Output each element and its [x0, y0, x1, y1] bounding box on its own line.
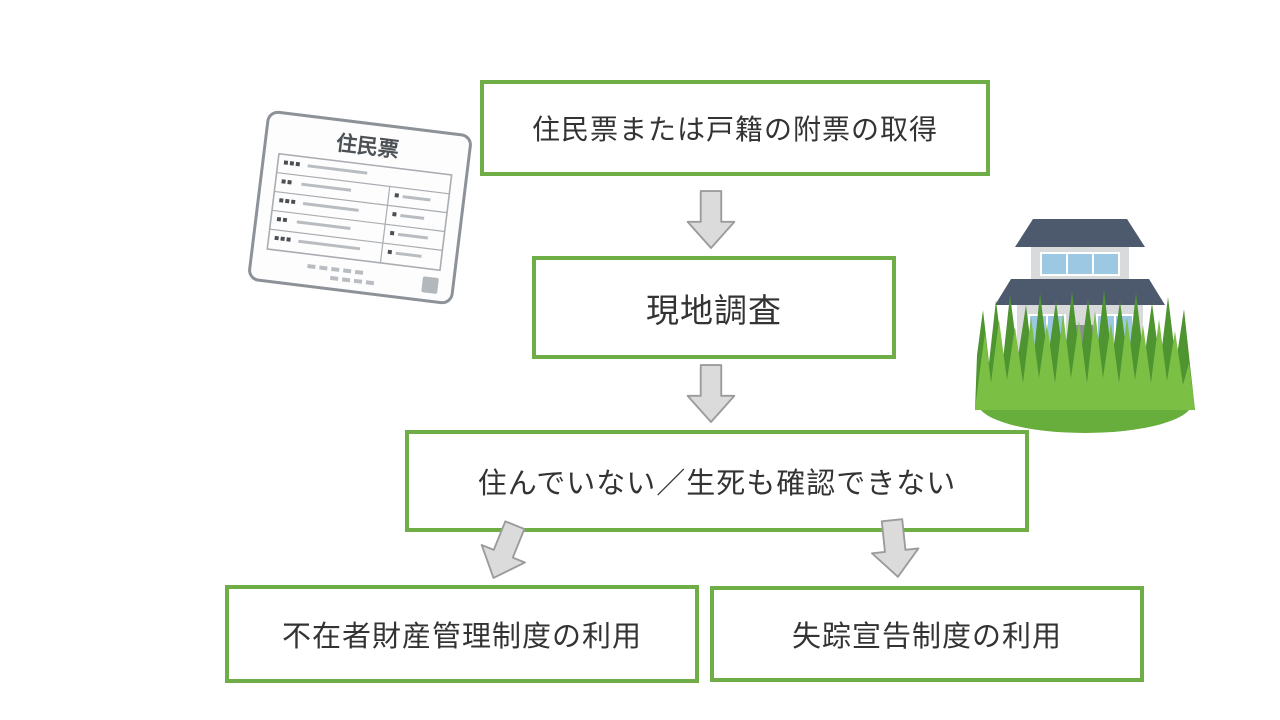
flow-box-disappearance-declaration: 失踪宣告制度の利用 [710, 586, 1144, 682]
flow-box-field-survey: 現地調査 [532, 256, 896, 359]
flow-box-field-survey-label: 現地調査 [646, 291, 782, 329]
abandoned-house-illustration [975, 205, 1195, 435]
down-right-arrow-icon [864, 515, 926, 583]
flow-box-obtain-records: 住民票または戸籍の附票の取得 [480, 80, 990, 176]
down-arrow-icon [683, 363, 739, 425]
down-arrow-icon [683, 189, 739, 251]
flow-box-absentee-property-management: 不在者財産管理制度の利用 [225, 585, 699, 683]
resident-card-illustration: 住民票 [245, 108, 475, 307]
flow-box-obtain-records-label: 住民票または戸籍の附票の取得 [531, 114, 938, 145]
flow-box-absentee-property-management-label: 不在者財産管理制度の利用 [281, 621, 642, 653]
flow-box-not-living: 住んでいない／生死も確認できない [405, 430, 1029, 532]
overgrown-grass-icon [975, 290, 1195, 433]
flow-box-not-living-label: 住んでいない／生死も確認できない [477, 468, 957, 500]
down-left-arrow-icon [466, 513, 541, 591]
flow-box-disappearance-declaration-label: 失踪宣告制度の利用 [791, 621, 1062, 653]
